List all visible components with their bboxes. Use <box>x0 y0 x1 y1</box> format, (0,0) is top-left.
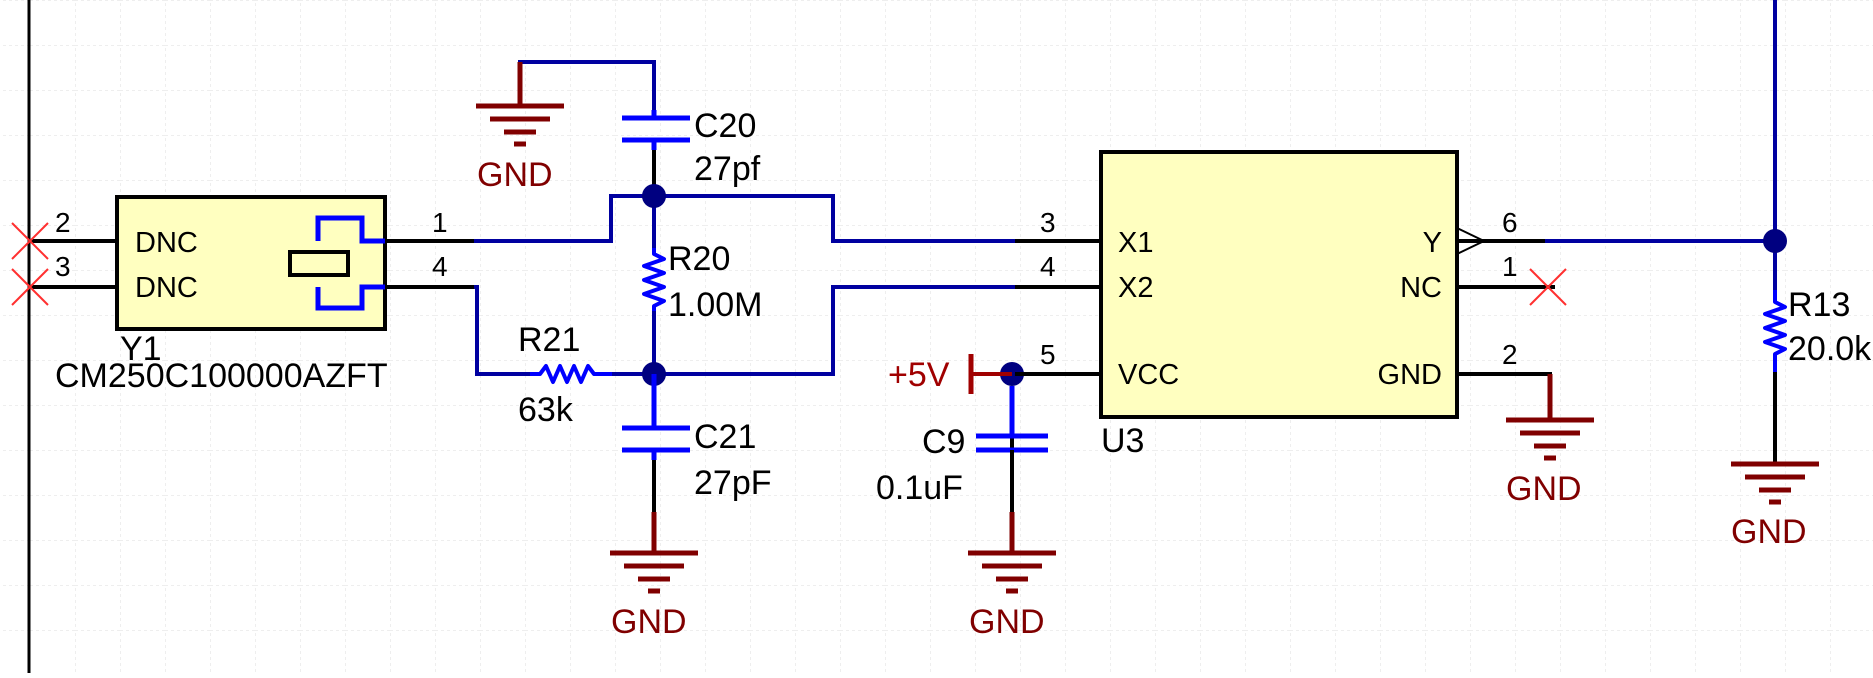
u3-pin-name-gnd: GND <box>1378 359 1442 391</box>
u3-designator: U3 <box>1101 422 1144 460</box>
u3-pin-name-vcc: VCC <box>1118 359 1179 391</box>
ground-symbol-icon: GND <box>968 512 1056 641</box>
gnd-label: GND <box>477 156 553 194</box>
ground-symbol-icon: GND <box>610 512 698 641</box>
c21-designator: C21 <box>694 418 756 456</box>
u3-pin-name-x1: X1 <box>1118 227 1153 259</box>
resistor-r13[interactable]: R13 20.0k <box>1763 286 1872 372</box>
junction-dot <box>642 184 666 208</box>
resistor-r21[interactable]: R21 63k <box>518 321 612 429</box>
no-connect-icon <box>1529 268 1567 306</box>
y1-pin-number-2: 2 <box>55 207 71 238</box>
u3-pin-number-4: 4 <box>1040 251 1056 282</box>
r21-value: 63k <box>518 391 574 429</box>
power-port-5v: +5V <box>888 354 1012 394</box>
y1-pin-name-dnc-b: DNC <box>135 272 198 304</box>
u3-pin-number-1: 1 <box>1502 251 1518 282</box>
ground-symbol-icon: GND <box>1506 374 1594 508</box>
u3-pin-name-x2: X2 <box>1118 272 1153 304</box>
ic-u3-body <box>1099 150 1459 419</box>
r13-designator: R13 <box>1788 286 1850 324</box>
capacitor-c20[interactable]: C20 27pf <box>622 107 761 188</box>
u3-pin-name-nc: NC <box>1400 272 1442 304</box>
r20-designator: R20 <box>668 240 730 278</box>
y1-pin-number-3: 3 <box>55 251 71 282</box>
y1-pin-number-4: 4 <box>432 251 448 282</box>
capacitor-c21[interactable]: C21 27pF <box>622 374 772 502</box>
r13-value: 20.0k <box>1788 330 1872 368</box>
u3-pin-number-5: 5 <box>1040 339 1056 370</box>
capacitor-c9[interactable]: C9 0.1uF <box>876 386 1048 512</box>
power-label-5v: +5V <box>888 356 950 394</box>
gnd-label: GND <box>1506 470 1582 508</box>
gnd-label: GND <box>969 603 1045 641</box>
u3-pin-number-2: 2 <box>1502 339 1518 370</box>
no-connect-icon <box>11 222 49 306</box>
crystal-y1[interactable]: DNC DNC 2 3 1 4 Y1 CM250C100000AZFT <box>30 195 474 395</box>
y1-part-number: CM250C100000AZFT <box>55 357 388 395</box>
c20-designator: C20 <box>694 107 756 145</box>
u3-pin-number-6: 6 <box>1502 207 1518 238</box>
resistor-r20[interactable]: R20 1.00M <box>642 240 763 324</box>
c9-value: 0.1uF <box>876 469 963 507</box>
crystal-symbol-icon <box>288 250 350 277</box>
u3-pin-number-3: 3 <box>1040 207 1056 238</box>
c20-value: 27pf <box>694 150 761 188</box>
gnd-label: GND <box>611 603 687 641</box>
output-arrow-icon <box>1456 227 1487 255</box>
y1-pin-name-dnc-a: DNC <box>135 227 198 259</box>
c9-designator: C9 <box>922 423 965 461</box>
gnd-label: GND <box>1731 513 1807 551</box>
u3-pin-name-y: Y <box>1423 227 1442 259</box>
junction-dot <box>1763 229 1787 253</box>
ic-u3[interactable]: X1 X2 VCC Y NC GND 3 4 5 6 1 2 U3 <box>1015 150 1545 460</box>
ground-symbol-icon: GND <box>1731 461 1819 551</box>
r21-designator: R21 <box>518 321 580 359</box>
c21-value: 27pF <box>694 464 772 502</box>
y1-designator: Y1 <box>120 330 162 368</box>
y1-pin-number-1: 1 <box>432 207 448 238</box>
r20-value: 1.00M <box>668 286 763 324</box>
ground-symbol-icon: GND <box>476 62 564 194</box>
